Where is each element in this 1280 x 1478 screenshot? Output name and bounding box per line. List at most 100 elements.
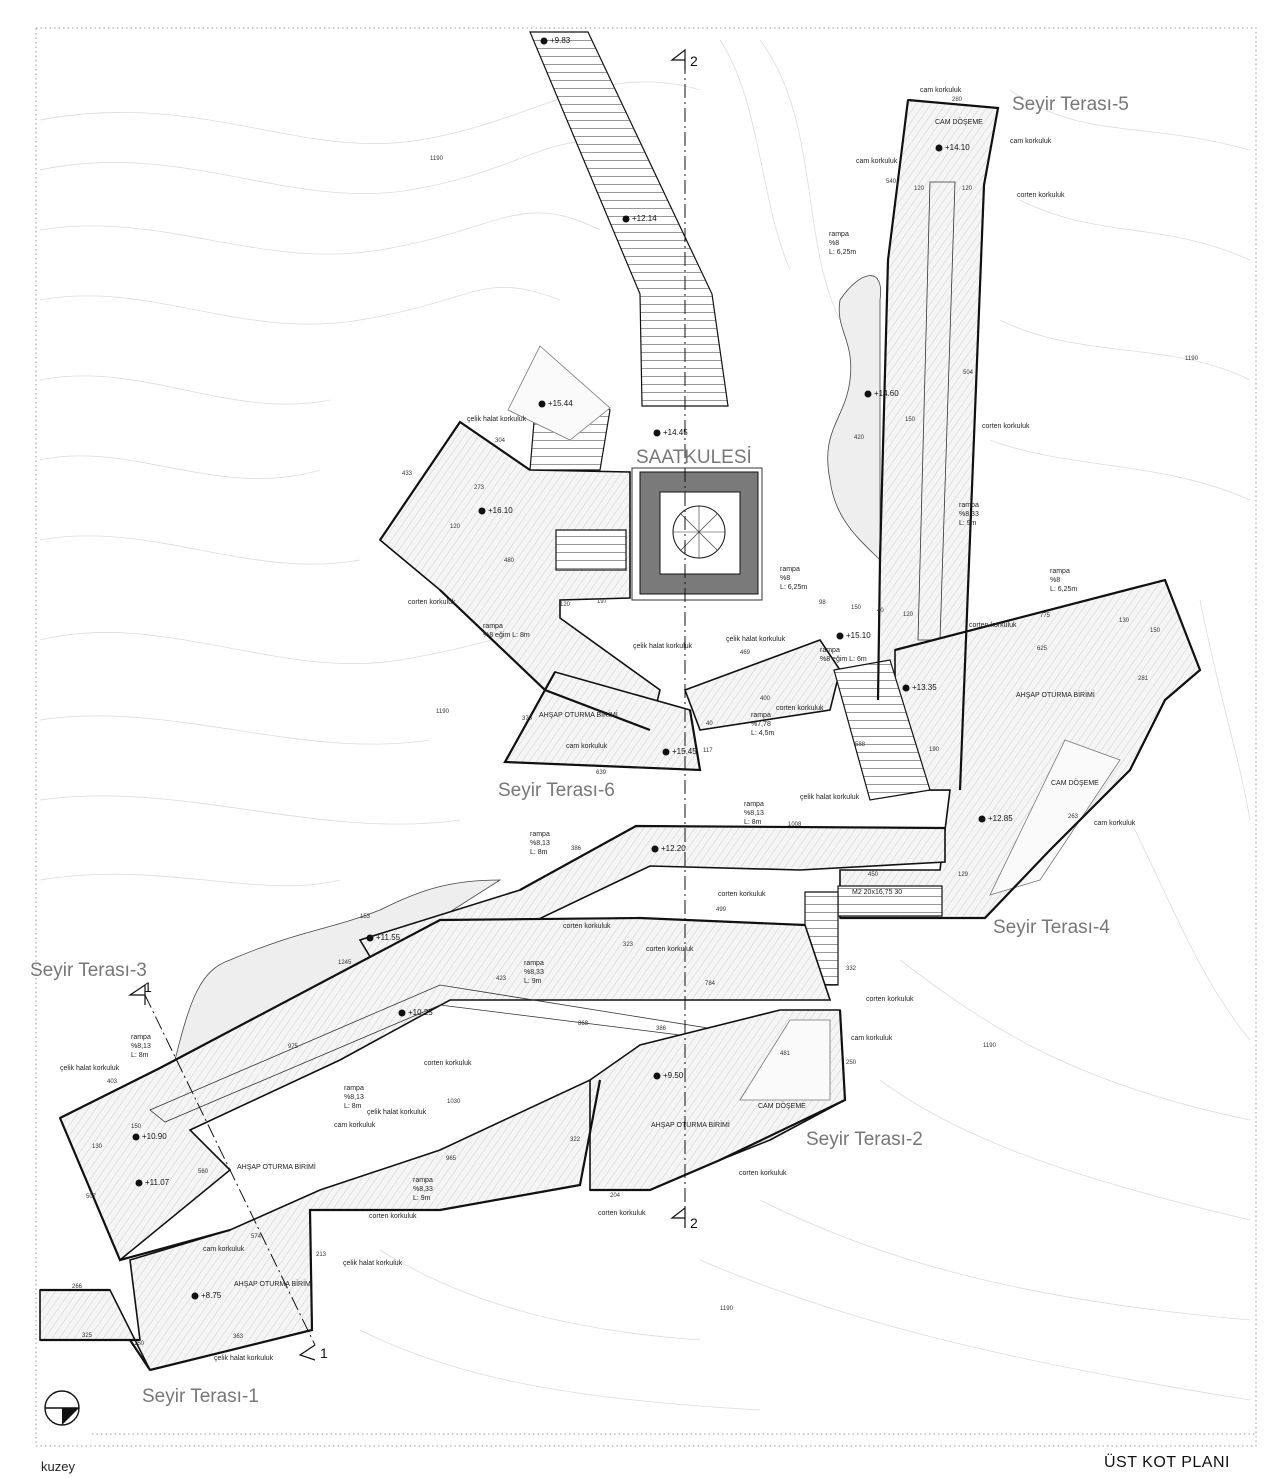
svg-text:corten korkuluk: corten korkuluk: [969, 622, 1017, 629]
svg-text:588: 588: [855, 742, 866, 748]
svg-text:+14.45: +14.45: [663, 428, 688, 437]
svg-text:AHŞAP OTURMA BİRİMİ: AHŞAP OTURMA BİRİMİ: [234, 1279, 313, 1288]
svg-text:L: 9m: L: 9m: [959, 520, 977, 527]
svg-text:L: 6,25m: L: 6,25m: [1050, 586, 1077, 593]
svg-text:%8,33: %8,33: [959, 511, 979, 518]
svg-text:266: 266: [72, 1284, 83, 1290]
stair-m2: [837, 885, 943, 917]
svg-text:965: 965: [446, 1156, 457, 1162]
svg-text:%8: %8: [780, 575, 790, 582]
svg-text:çelik halat korkuluk: çelik halat korkuluk: [726, 636, 786, 643]
svg-text:L: 8m: L: 8m: [530, 849, 548, 856]
svg-text:420: 420: [854, 435, 865, 441]
svg-text:130: 130: [1119, 618, 1130, 624]
svg-text:+9.50: +9.50: [663, 1071, 684, 1080]
svg-text:263: 263: [1068, 814, 1079, 820]
svg-text:corten korkuluk: corten korkuluk: [598, 1210, 646, 1217]
north-arrow-icon: [44, 1390, 80, 1426]
svg-text:332: 332: [846, 966, 857, 972]
svg-text:corten korkuluk: corten korkuluk: [369, 1213, 417, 1220]
svg-text:1190: 1190: [436, 709, 450, 715]
svg-text:469: 469: [740, 650, 751, 656]
svg-text:540: 540: [886, 179, 897, 185]
svg-text:150: 150: [131, 1124, 142, 1130]
svg-text:197: 197: [597, 599, 608, 605]
svg-text:507: 507: [86, 1194, 97, 1200]
svg-text:117: 117: [703, 748, 713, 754]
svg-text:%7,78: %7,78: [751, 721, 771, 728]
svg-text:corten korkuluk: corten korkuluk: [1017, 192, 1065, 199]
svg-text:+10.25: +10.25: [408, 1008, 433, 1017]
svg-text:rampa: rampa: [744, 801, 764, 808]
svg-text:574: 574: [251, 1234, 262, 1240]
svg-text:560: 560: [198, 1169, 209, 1175]
svg-text:L: 8m: L: 8m: [344, 1103, 362, 1110]
svg-text:corten korkuluk: corten korkuluk: [646, 946, 694, 953]
svg-text:%8: %8: [829, 240, 839, 247]
svg-text:273: 273: [474, 485, 485, 491]
dimension-labels: 280 540 120 120 304 273 433 120 480 197 …: [72, 97, 1161, 1347]
svg-text:250: 250: [846, 1060, 857, 1066]
svg-text:rampa: rampa: [524, 960, 544, 967]
svg-text:+15.10: +15.10: [846, 631, 871, 640]
svg-text:L: 8m: L: 8m: [131, 1052, 149, 1059]
svg-text:+10.90: +10.90: [142, 1132, 167, 1141]
svg-text:rampa: rampa: [344, 1085, 364, 1092]
svg-text:rampa: rampa: [413, 1177, 433, 1184]
svg-text:+14.10: +14.10: [945, 143, 970, 152]
terrace-5-label: Seyir Terası-5: [1012, 94, 1129, 115]
svg-text:M2 20x16,75 30: M2 20x16,75 30: [852, 889, 902, 896]
svg-text:129: 129: [958, 872, 969, 878]
terrace-4-glass-floor: [989, 739, 1121, 896]
svg-text:204: 204: [610, 1193, 621, 1199]
svg-text:%8,13: %8,13: [530, 840, 550, 847]
svg-text:775: 775: [1040, 613, 1051, 619]
tower-label: SAATKULESİ: [636, 447, 752, 468]
svg-text:rampa: rampa: [829, 231, 849, 238]
svg-text:+9.83: +9.83: [550, 36, 571, 45]
stair-tower-west: [555, 529, 627, 571]
svg-text:CAM DÖŞEME: CAM DÖŞEME: [935, 118, 983, 126]
svg-text:423: 423: [496, 976, 507, 982]
svg-text:120: 120: [962, 186, 973, 192]
svg-text:+8.75: +8.75: [201, 1291, 222, 1300]
svg-text:L: 4,5m: L: 4,5m: [751, 730, 775, 737]
svg-text:rampa: rampa: [820, 647, 840, 654]
svg-text:cam korkuluk: cam korkuluk: [856, 158, 898, 165]
svg-text:120: 120: [560, 602, 571, 608]
svg-text:281: 281: [1138, 676, 1149, 682]
svg-text:323: 323: [623, 942, 634, 948]
svg-text:40: 40: [877, 608, 884, 614]
svg-text:%8 eğim L: 6m: %8 eğim L: 6m: [820, 656, 867, 663]
svg-text:çelik halat korkuluk: çelik halat korkuluk: [800, 794, 860, 801]
terrace-2-glass-floor: [739, 1019, 831, 1101]
svg-text:AHŞAP OTURMA BİRİMİ: AHŞAP OTURMA BİRİMİ: [1016, 690, 1095, 699]
svg-text:363: 363: [233, 1334, 244, 1340]
svg-text:%8,13: %8,13: [131, 1043, 151, 1050]
rock-outcrop-upper: [827, 275, 882, 561]
svg-text:corten korkuluk: corten korkuluk: [866, 996, 914, 1003]
tower-wall: [639, 471, 759, 595]
svg-text:çelik halat korkuluk: çelik halat korkuluk: [633, 643, 693, 650]
svg-text:+11.07: +11.07: [145, 1178, 170, 1187]
terrace-3-label: Seyir Terası-3: [30, 960, 147, 981]
svg-text:120: 120: [914, 186, 925, 192]
svg-text:481: 481: [780, 1051, 791, 1057]
section-label-1-bottom: 1: [320, 1345, 328, 1361]
svg-text:corten korkuluk: corten korkuluk: [408, 599, 456, 606]
svg-text:L: 9m: L: 9m: [413, 1195, 431, 1202]
svg-text:çelik halat korkuluk: çelik halat korkuluk: [367, 1109, 427, 1116]
svg-text:386: 386: [656, 1026, 667, 1032]
svg-text:corten korkuluk: corten korkuluk: [982, 423, 1030, 430]
svg-text:%8,33: %8,33: [524, 969, 544, 976]
svg-text:150: 150: [905, 417, 916, 423]
svg-text:rampa: rampa: [131, 1034, 151, 1041]
svg-text:322: 322: [570, 1137, 581, 1143]
svg-text:213: 213: [316, 1252, 327, 1258]
ramp-tower-east: [683, 639, 841, 731]
svg-text:450: 450: [868, 872, 879, 878]
svg-text:AHŞAP OTURMA BİRİMİ: AHŞAP OTURMA BİRİMİ: [651, 1120, 730, 1129]
svg-text:+14.60: +14.60: [874, 389, 899, 398]
svg-text:L: 6,25m: L: 6,25m: [829, 249, 856, 256]
svg-text:1245: 1245: [338, 960, 352, 966]
